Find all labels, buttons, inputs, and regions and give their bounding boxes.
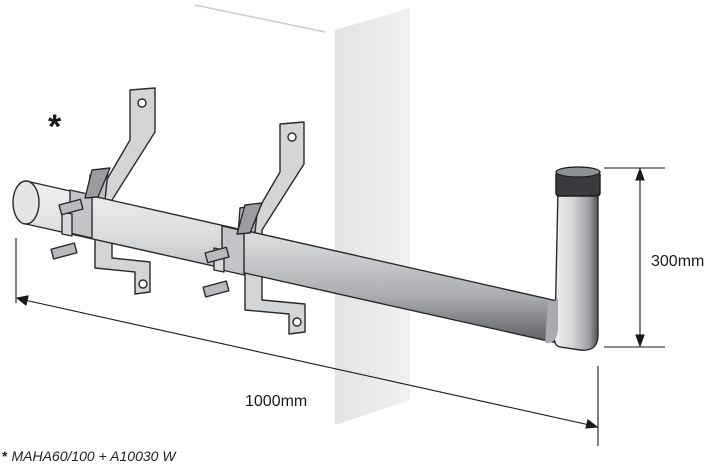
dimension-vertical [604, 167, 665, 348]
dimension-horizontal-label: 1000mm [245, 393, 308, 410]
vertical-mast [545, 166, 601, 351]
dimension-horizontal [15, 238, 599, 446]
footnote-marker: * [2, 448, 8, 464]
footnote-text: MAHA60/100 + A10030 W [11, 448, 176, 464]
dimension-vertical-label: 300mm [651, 253, 705, 270]
pipe-clamp-left [50, 167, 111, 260]
pipe-clamp-right [202, 202, 263, 298]
asterisk-marker: * [48, 108, 62, 146]
wall [194, 4, 410, 425]
footnote: *MAHA60/100 + A10030 W [2, 448, 176, 464]
